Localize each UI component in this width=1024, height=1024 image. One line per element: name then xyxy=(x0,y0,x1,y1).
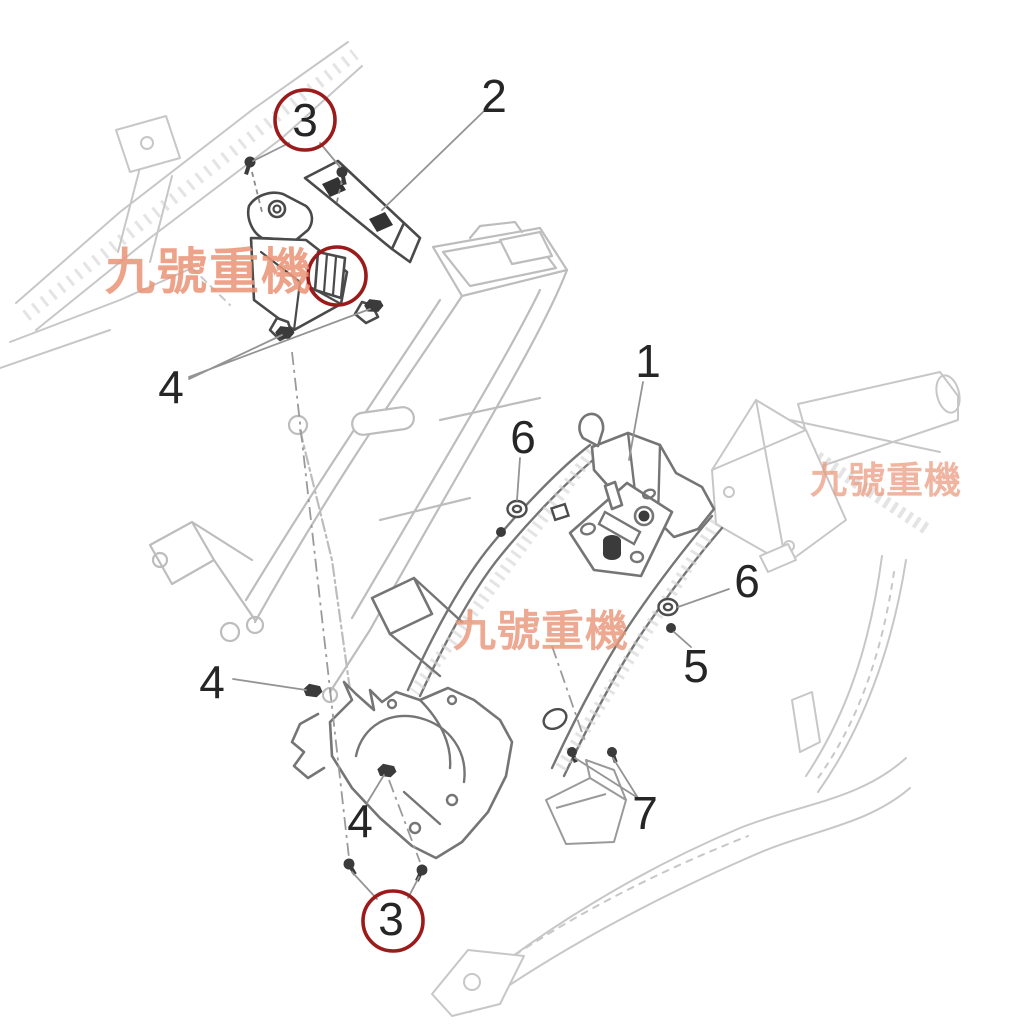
watermark-center: 九號重機 xyxy=(453,607,629,657)
callout-labels: 1 2 3 4 4 4 5 6 6 7 3 xyxy=(158,70,760,945)
nut-item5 xyxy=(666,623,676,633)
faint-tail-cowl-sketch-bottom xyxy=(431,555,911,1017)
watermark-right: 九號重機 xyxy=(810,459,962,502)
red-highlight-circles xyxy=(273,88,425,953)
screw-item3-top-right xyxy=(336,166,348,186)
screw-item3-bottom-right xyxy=(415,864,428,882)
callout-4-top: 4 xyxy=(158,361,184,413)
part-1-rear-fender-bracket xyxy=(251,171,724,863)
clip-item4-mid xyxy=(303,683,323,698)
faint-rear-rack-sketch-right xyxy=(711,371,961,573)
watermark-top-left: 九號重機 xyxy=(105,243,313,301)
cowl-bracket xyxy=(545,759,627,845)
faint-frame-sketch-top-left xyxy=(0,41,363,369)
red-circle-part2-detail xyxy=(306,245,368,307)
callout-6-right: 6 xyxy=(734,555,760,607)
callout-6-left: 6 xyxy=(510,411,536,463)
red-circle-callout-3-top xyxy=(273,88,337,152)
grommet-item6-left xyxy=(506,499,528,519)
grommet-item6-right xyxy=(657,597,679,617)
reference-subframe-center xyxy=(148,220,569,704)
screw-item3-top-left xyxy=(244,156,256,175)
nut-below-grommet6-left xyxy=(496,527,506,537)
callout-5: 5 xyxy=(683,640,709,692)
screw-item3-bottom-left xyxy=(343,858,357,876)
callout-3-top: 3 xyxy=(292,94,318,146)
callout-4-low: 4 xyxy=(347,795,373,847)
leader-lines xyxy=(188,111,730,900)
screw-item7-right xyxy=(607,747,618,764)
red-circle-callout-3-bottom xyxy=(361,889,425,953)
callout-7: 7 xyxy=(632,787,658,839)
callout-4-mid: 4 xyxy=(199,656,225,708)
callout-2: 2 xyxy=(481,70,507,122)
watermarks: 九號重機 九號重機 九號重機 xyxy=(105,243,962,657)
callout-1: 1 xyxy=(635,335,661,387)
callout-3-bottom: 3 xyxy=(378,893,404,945)
clip-item4-low xyxy=(377,763,397,778)
